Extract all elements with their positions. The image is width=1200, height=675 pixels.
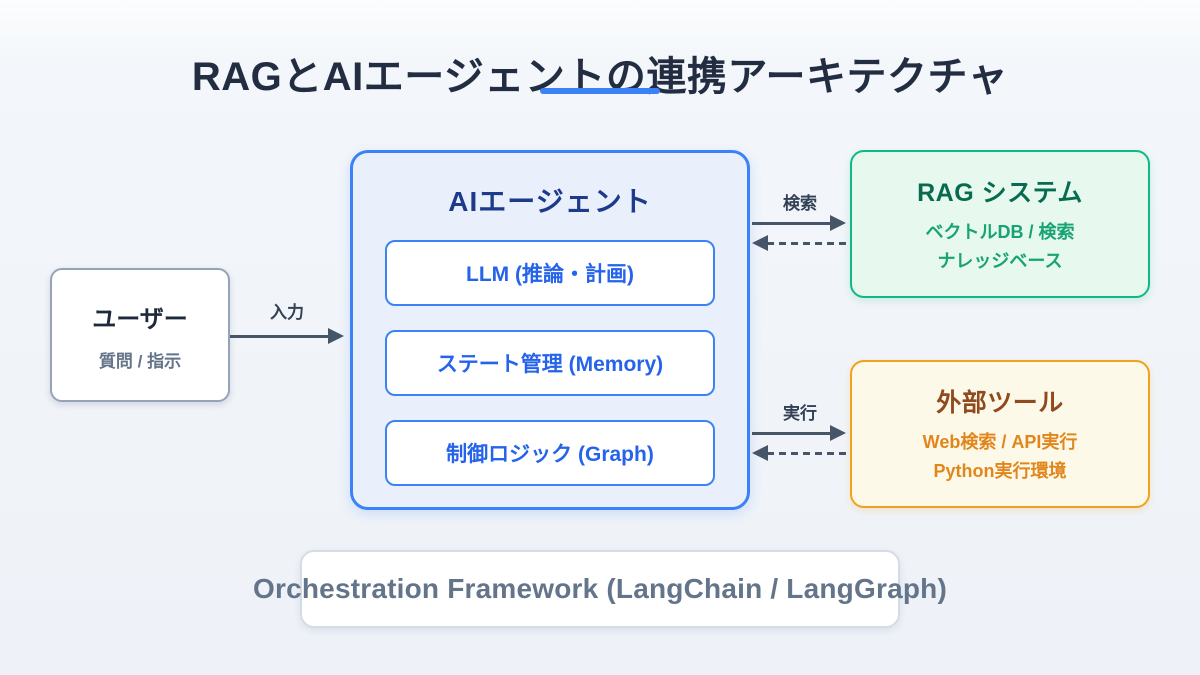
agent-component-control: 制御ロジック (Graph) xyxy=(385,420,715,486)
rag-system-box: RAG システム ベクトルDB / 検索 ナレッジベース xyxy=(850,150,1150,298)
search-arrow-return xyxy=(752,235,850,251)
title-underline xyxy=(540,88,660,94)
external-tools-box: 外部ツール Web検索 / API実行 Python実行環境 xyxy=(850,360,1150,508)
execute-flow-label: 実行 xyxy=(783,404,817,423)
agent-box-title: AIエージェント xyxy=(448,186,652,217)
user-box-title: ユーザー xyxy=(92,305,188,333)
rag-system-line: ナレッジベース xyxy=(937,251,1063,271)
agent-box: AIエージェント LLM (推論・計画) ステート管理 (Memory) 制御ロ… xyxy=(350,150,750,510)
execute-arrow-return xyxy=(752,445,850,461)
framework-box: Orchestration Framework (LangChain / Lan… xyxy=(253,550,947,628)
search-flow-label: 検索 xyxy=(783,194,817,213)
external-tools-title: 外部ツール xyxy=(936,389,1064,417)
external-tools-line: Python実行環境 xyxy=(933,461,1067,481)
external-tools-line: Web検索 / API実行 xyxy=(922,432,1078,452)
execute-arrow-forward xyxy=(752,425,846,441)
agent-component-llm: LLM (推論・計画) xyxy=(385,240,715,306)
input-flow-label: 入力 xyxy=(270,303,304,322)
input-arrow xyxy=(230,328,344,344)
rag-system-title: RAG システム xyxy=(917,179,1083,207)
framework-label: Orchestration Framework (LangChain / Lan… xyxy=(253,573,947,604)
user-box: ユーザー 質問 / 指示 xyxy=(50,268,230,402)
rag-system-line: ベクトルDB / 検索 xyxy=(925,222,1075,242)
agent-component-state: ステート管理 (Memory) xyxy=(385,330,715,396)
user-box-subtitle: 質問 / 指示 xyxy=(98,351,182,371)
search-arrow-forward xyxy=(752,215,846,231)
